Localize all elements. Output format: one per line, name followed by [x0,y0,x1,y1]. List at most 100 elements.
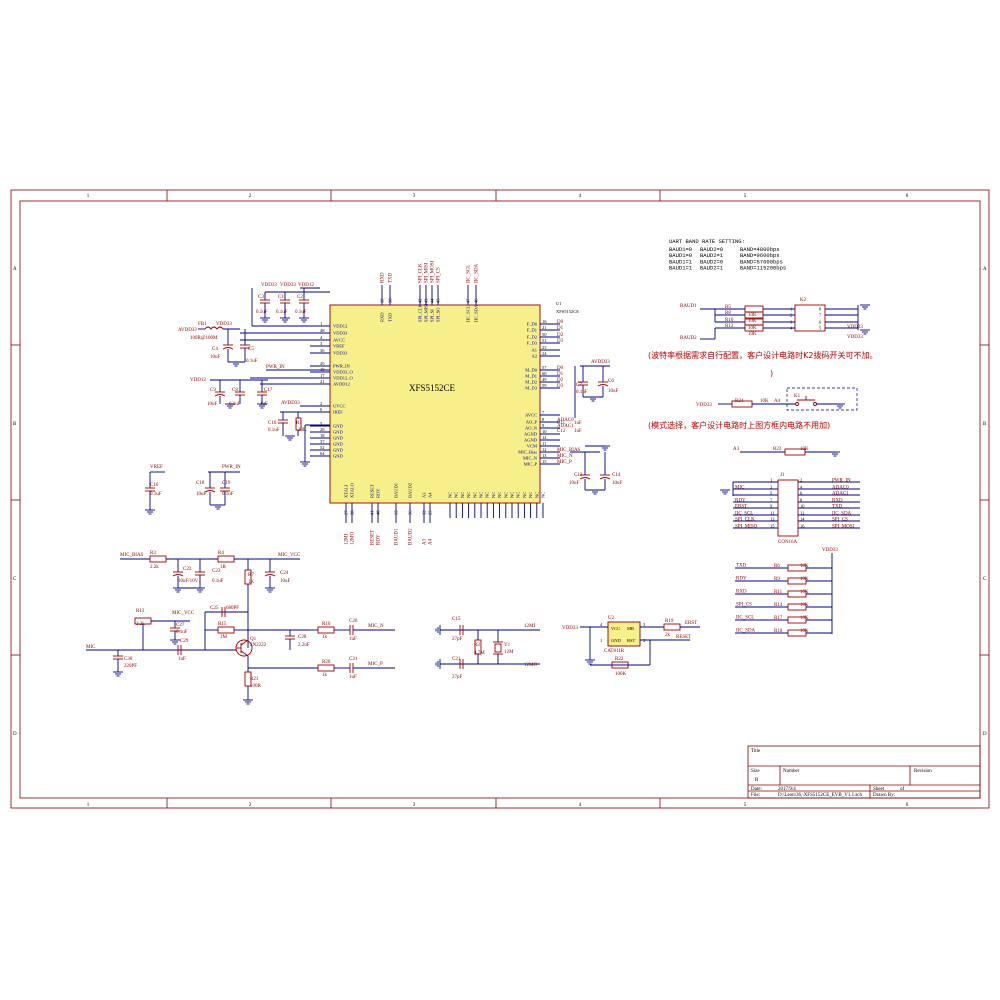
chip-bottom-pin-net: 12MO [351,532,356,545]
chip-right-pin-num: 50 [542,332,547,337]
chip-bottom-pin-num: 25 [428,510,433,515]
chip-nc-pin-label: NC [497,492,502,498]
zone-col-top: 4 [579,194,582,199]
j1-left-pin-num: 3 [770,485,773,490]
chip-designator: U1 [556,301,562,306]
chip-left-pin-name: GND [333,424,343,429]
val-r20: 1k [322,673,328,678]
val-c12: 1uF [574,429,582,434]
tb-file-label: File: [751,793,760,798]
k2-pin-right: 5 [819,326,822,331]
val-c6: 10uF [608,389,619,394]
chip-right-pin-net: D0 [557,366,564,371]
val-c3: 0.1uF [256,310,268,315]
val-y1: 12M [504,650,514,655]
ground-symbols [113,304,870,705]
u2-pin-vcc: VCC [611,626,620,631]
net-vdd33-fb: VDD33 [216,322,232,327]
zone-row-left: C [13,577,17,582]
chip-top-pin-net: SPI_MOSI [431,260,436,283]
ref-u2: U2 [608,616,615,621]
chip-top-pin-name: SPI_SI [430,309,435,322]
chip-right-pin-num: 10 [542,429,547,434]
val-c15: 27pF [452,637,463,642]
chip-right-pin-name: M_D2 [525,380,537,385]
zone-col-bottom: 6 [906,803,909,808]
chip-left-pin-name: AVCC [333,338,345,343]
chip-nc-pin-label: NC [485,492,490,498]
ref-r15: R15 [218,622,227,627]
net-k1-vdd33: VDD33 [696,403,712,408]
chip-left-pin-name: GND [333,436,343,441]
uart-row-b2: BAUD2=1 [700,252,724,259]
pullup-ref: R14 [774,603,783,608]
chip-right-pin-name: AVCC [525,413,537,418]
chip-left-pin-num: 4 [320,335,323,340]
title-block: Title Size B Number Revision Date: 2017/… [747,745,981,799]
chip-right-pin-net: D1 [557,372,564,377]
k2-pin-right: 8 [819,307,822,312]
chip-left-pin-num: 37 [320,439,325,444]
chip-bottom-pin-name: A4 [428,492,433,498]
chip-nc-pin-label: NC [516,492,521,498]
k2-pin-left: 4 [790,326,793,331]
k2-resistor-value: 10K [748,332,757,337]
chip-nc-pin-label: NC [541,492,546,498]
chip-bottom-pin-net: RDY [377,534,382,545]
val-r24: 10K [760,399,769,404]
uart-table-title: UART BAND RATE SETTING: [669,238,745,245]
k2-pin-left: 2 [790,313,792,318]
j1-right-pin-net: PWR_IN [832,479,851,484]
chip-nc-pin-label: NC [522,492,527,498]
uart-row-band: BAND=9600bps [740,252,780,259]
ref-c7: C7 [576,383,582,388]
zone-col-bottom: 5 [744,803,747,808]
uart-row-b2: BAUD2=0 [700,246,723,253]
tb-file-value: D:\Leon\36,\XFS5152CE_EVB_V1.1.sch [778,793,863,798]
j1-right-pin-net: TXD [832,505,843,510]
net-pullup-vdd33: VDD33 [822,548,838,553]
k2-body [794,304,826,332]
val-r1: 30K [298,428,307,433]
ref-c9: C9 [210,388,216,393]
chip-left-pin-name: GND [333,448,343,453]
chip-right-pin-num: 24 [542,351,547,356]
chip-left-pin-name: GND [333,454,343,459]
net-baud1: BAUD1 [680,304,697,309]
ref-c5: C5 [248,347,254,352]
pullup-value: 10K [800,616,809,621]
j1-right-pin-net: ADAC0 [832,486,849,491]
chip-bottom-pin-name: XTALO [350,482,355,498]
pullup-value: 10K [800,590,809,595]
ref-r19: R19 [665,619,674,624]
val-c23: 0.1uF [212,579,224,584]
j1-right-pin-num: 6 [800,491,803,496]
ref-r16: R16 [322,622,331,627]
j1-right-pin-num: 8 [800,498,803,503]
chip-left-pin-num: 20 [320,361,325,366]
chip-nc-pin-label: NC [503,492,508,498]
val-c25: 680PF [226,606,239,611]
u2-pin-gnd: GND [611,638,621,643]
uart-row-b1: BAUD1=0 [669,246,692,253]
zone-row-right: B [983,422,987,427]
ref-k1: K1 [794,394,801,399]
val-r2: 4.7M [474,651,485,656]
a3-pulldown: A3 R23 10K [733,447,835,456]
chip-right-pin-name: AGND [524,438,538,443]
chip-bottom-pin-name: A3 [422,492,427,498]
chip-bottom-pin-net: 12MI [345,534,350,545]
net-a3-pull: A3 [733,447,740,452]
pullup-value: 10K [800,564,809,569]
net-12mo: 12MO [524,663,537,668]
j1-right-pin-num: 16 [800,524,805,529]
j1-right-pin-net: SPI_MOSI [832,525,855,530]
chip-right-pin-net: MIC_N [557,454,573,459]
ref-y1: Y1 [504,643,511,648]
chip-right-pin-num: 60 [542,371,547,376]
ref-c16: C16 [150,483,159,488]
